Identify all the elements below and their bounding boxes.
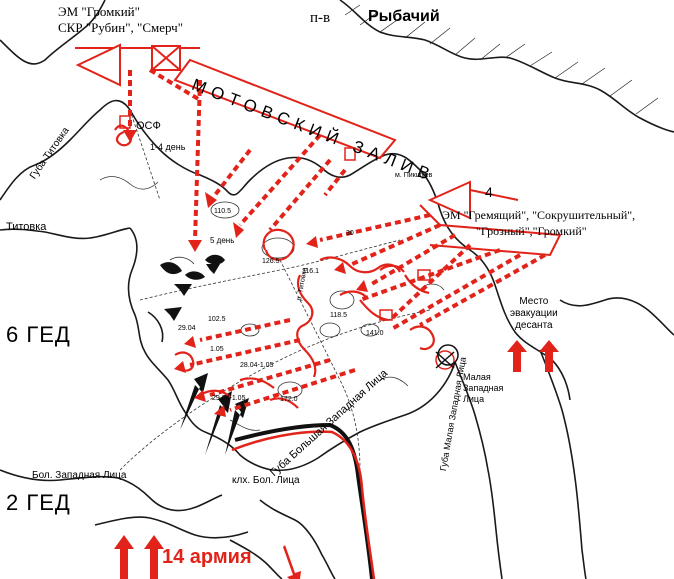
- mark-1161: 116.1: [302, 268, 319, 275]
- front-lines: [114, 124, 435, 409]
- ship-group-top-line2: СКР "Рубин", "Смерч": [58, 20, 184, 35]
- mark-110: 110.5: [214, 208, 231, 215]
- peninsula-prefix: п-в: [310, 10, 331, 26]
- bol-zap-litsa-label: Бол. Западная Лица: [32, 470, 127, 481]
- osf-label: ОСФ: [136, 120, 161, 132]
- mark-102: 102.5: [208, 316, 226, 323]
- ship-group-right-line1: ЭМ "Гремящий", "Сокрушительный",: [442, 208, 636, 222]
- mark-1265: 126.5: [262, 258, 280, 265]
- malaya-zap-litsa-label: Малая Западная Лица: [463, 372, 504, 404]
- ship-group-right-line2: "Грозный","Громкий": [476, 224, 587, 238]
- terrain: [99, 176, 445, 431]
- date-label-2: 28.04-1.05: [240, 362, 274, 369]
- ship-group-top: [75, 43, 181, 87]
- enemy-positions: [160, 254, 225, 280]
- army-14-label: 14 армия: [162, 546, 252, 568]
- position-markers: [119, 115, 455, 370]
- hatching: [344, 4, 659, 115]
- attack-arrows-black: [140, 264, 249, 455]
- titovka-label: Титовка: [6, 221, 47, 233]
- mark-1185: 118.5: [330, 312, 347, 319]
- ship-group-top-line1: ЭМ "Громкий": [58, 4, 140, 19]
- peninsula-name: Рыбачий: [368, 8, 440, 25]
- mark-1410: 141.0: [366, 330, 384, 337]
- landing-routes: [128, 68, 546, 412]
- motovsky-bay-box: [173, 58, 397, 160]
- army-route: [231, 430, 376, 579]
- klh-label: клх. Бол. Лица: [232, 475, 300, 486]
- group-number: 4: [485, 184, 493, 200]
- landing-arrowheads: [123, 130, 368, 417]
- cape-label: м. Пикшуев: [395, 172, 433, 179]
- mark-30: 30: [346, 230, 354, 237]
- division-6-label: 6 ГЕД: [6, 322, 71, 347]
- evac-arrows: [114, 340, 559, 579]
- day-5-label: 5 день: [210, 236, 235, 245]
- evac-label: Место эвакуации десанта: [510, 296, 558, 331]
- roads: [119, 109, 431, 471]
- date-label-1: 29.04-1.05: [212, 395, 246, 402]
- days-1-4-label: 1-4 день: [150, 142, 186, 152]
- date-label-3: 29.04: [178, 325, 196, 332]
- division-2-label: 2 ГЕД: [6, 490, 71, 515]
- mark-1720: 172.0: [280, 396, 298, 403]
- ship-group-right: [419, 180, 562, 257]
- date-label-4: 1.05: [210, 346, 224, 353]
